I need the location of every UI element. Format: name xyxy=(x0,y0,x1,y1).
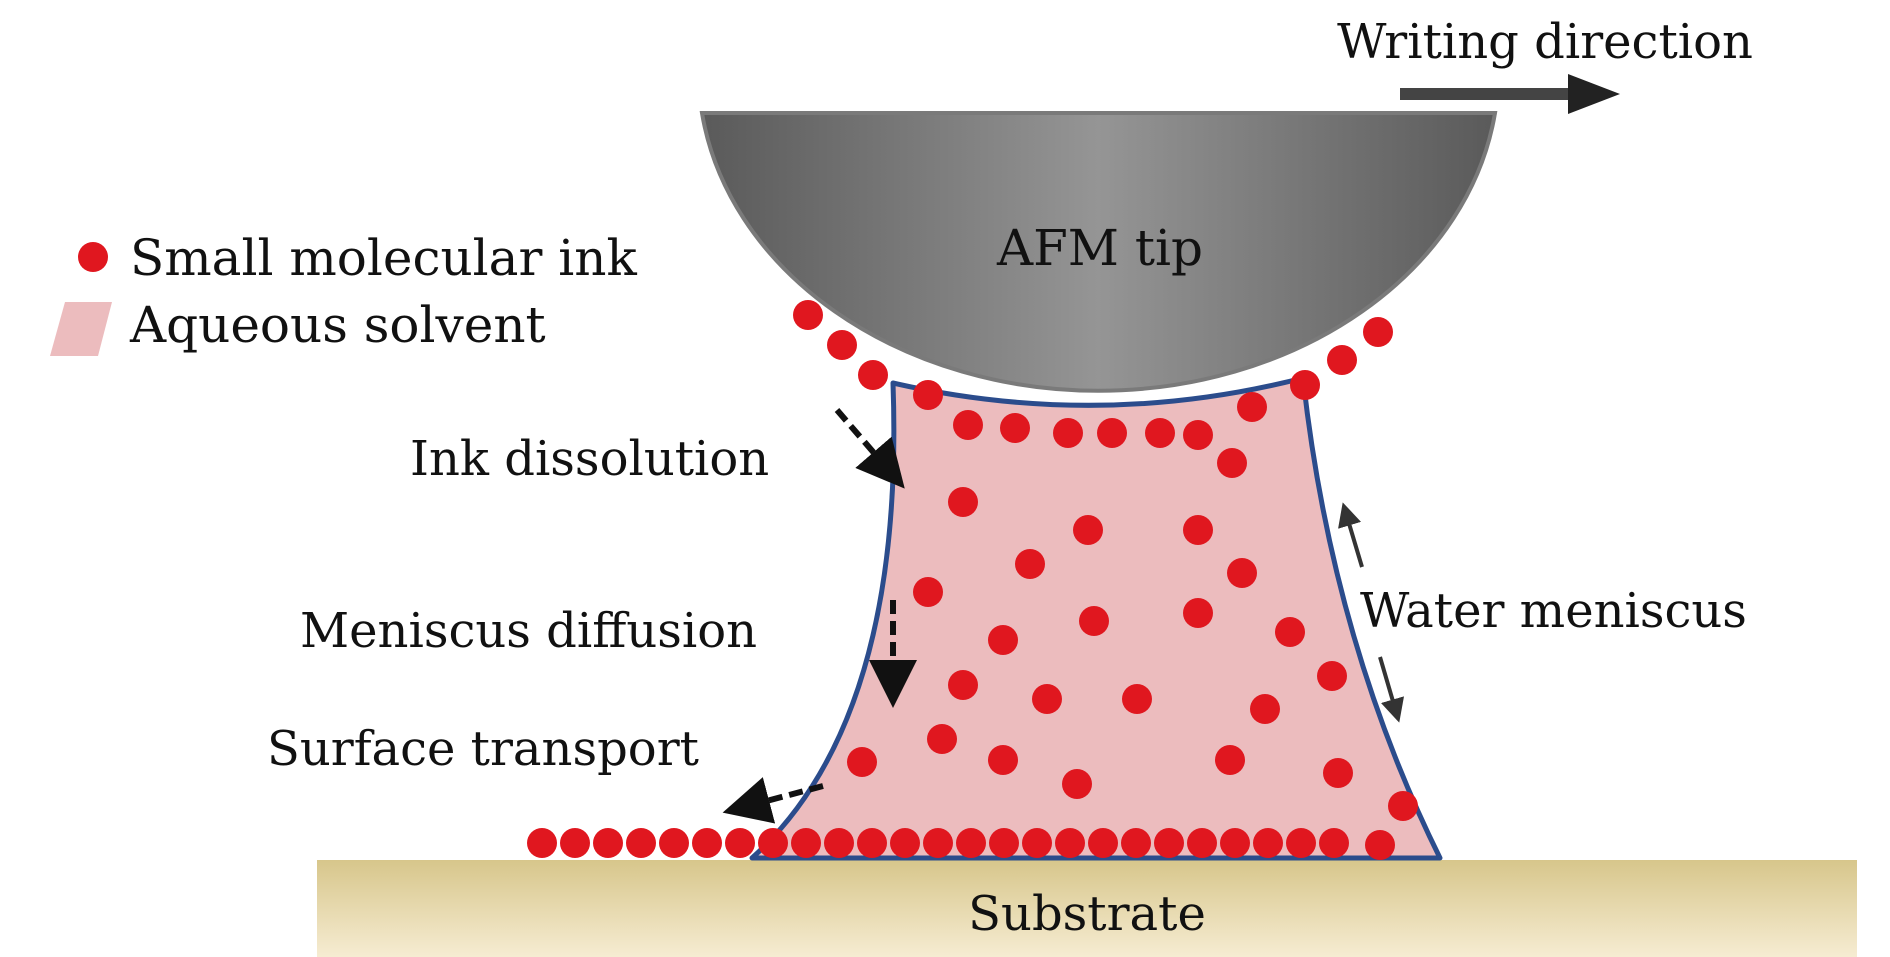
ink-molecule xyxy=(913,577,943,607)
ink-molecule xyxy=(1183,420,1213,450)
ink-molecule xyxy=(948,670,978,700)
writing-direction-arrow xyxy=(1400,74,1620,114)
ink-molecule xyxy=(1365,830,1395,860)
ink-molecule xyxy=(824,828,854,858)
ink-molecule xyxy=(1227,558,1257,588)
ink-molecule xyxy=(927,724,957,754)
ink-molecule xyxy=(1253,828,1283,858)
ink-molecule xyxy=(989,828,1019,858)
ink-molecule xyxy=(626,828,656,858)
ink-molecules xyxy=(527,300,1418,860)
afm-tip xyxy=(699,111,1498,393)
legend: Small molecular ink Aqueous solvent xyxy=(50,229,637,356)
ink-molecule xyxy=(725,828,755,858)
ink-molecule xyxy=(857,828,887,858)
ink-molecule xyxy=(988,625,1018,655)
ink-molecule xyxy=(1290,370,1320,400)
ink-molecule xyxy=(913,380,943,410)
ink-molecule xyxy=(1062,769,1092,799)
ink-molecule xyxy=(1286,828,1316,858)
writing-direction-label: Writing direction xyxy=(1337,14,1753,70)
substrate xyxy=(317,860,1857,957)
ink-molecule xyxy=(793,300,823,330)
ink-molecule xyxy=(1217,448,1247,478)
ink-molecule xyxy=(560,828,590,858)
ink-molecule xyxy=(1121,828,1151,858)
ink-molecule xyxy=(527,828,557,858)
ink-molecule xyxy=(1000,413,1030,443)
ink-molecule xyxy=(1122,684,1152,714)
ink-molecule xyxy=(827,330,857,360)
ink-molecule xyxy=(1088,828,1118,858)
legend-ink-swatch xyxy=(78,242,108,272)
legend-solvent-label: Aqueous solvent xyxy=(129,296,546,354)
ink-molecule xyxy=(1317,661,1347,691)
ink-molecule xyxy=(956,828,986,858)
ink-molecule xyxy=(923,828,953,858)
ink-molecule xyxy=(1363,317,1393,347)
ink-molecule xyxy=(1187,828,1217,858)
ink-molecule xyxy=(692,828,722,858)
meniscus-diffusion-label: Meniscus diffusion xyxy=(300,603,757,659)
ink-molecule xyxy=(1032,684,1062,714)
substrate-label: Substrate xyxy=(968,886,1206,942)
ink-molecule xyxy=(1323,758,1353,788)
ink-molecule xyxy=(1183,515,1213,545)
ink-molecule xyxy=(1388,791,1418,821)
ink-molecule xyxy=(953,410,983,440)
surface-transport-arrow xyxy=(722,777,824,824)
ink-molecule xyxy=(1015,549,1045,579)
ink-molecule xyxy=(1145,418,1175,448)
ink-molecule xyxy=(1053,418,1083,448)
ink-molecule xyxy=(659,828,689,858)
ink-dissolution-arrow xyxy=(834,408,905,489)
ink-molecule xyxy=(593,828,623,858)
ink-molecule xyxy=(1319,828,1349,858)
ink-molecule xyxy=(791,828,821,858)
ink-molecule xyxy=(1154,828,1184,858)
ink-molecule xyxy=(890,828,920,858)
ink-molecule xyxy=(1097,418,1127,448)
ink-molecule xyxy=(858,360,888,390)
water-meniscus-arrow-up xyxy=(1338,502,1364,568)
ink-molecule xyxy=(1183,598,1213,628)
ink-molecule xyxy=(1079,606,1109,636)
legend-ink-label: Small molecular ink xyxy=(130,229,637,287)
ink-molecule xyxy=(1022,828,1052,858)
ink-molecule xyxy=(1215,745,1245,775)
ink-molecule xyxy=(948,487,978,517)
water-meniscus-arrow-down xyxy=(1378,656,1405,723)
ink-molecule xyxy=(1237,392,1267,422)
ink-dissolution-label: Ink dissolution xyxy=(410,431,769,487)
ink-molecule xyxy=(1073,515,1103,545)
ink-molecule xyxy=(1275,617,1305,647)
ink-molecule xyxy=(758,828,788,858)
ink-molecule xyxy=(988,745,1018,775)
ink-molecule xyxy=(847,747,877,777)
ink-molecule xyxy=(1250,694,1280,724)
ink-molecule xyxy=(1055,828,1085,858)
ink-molecule xyxy=(1327,345,1357,375)
water-meniscus-label: Water meniscus xyxy=(1360,583,1747,639)
ink-molecule xyxy=(1220,828,1250,858)
legend-solvent-swatch xyxy=(50,302,112,356)
surface-transport-label: Surface transport xyxy=(267,721,699,777)
afm-tip-label: AFM tip xyxy=(996,219,1203,277)
